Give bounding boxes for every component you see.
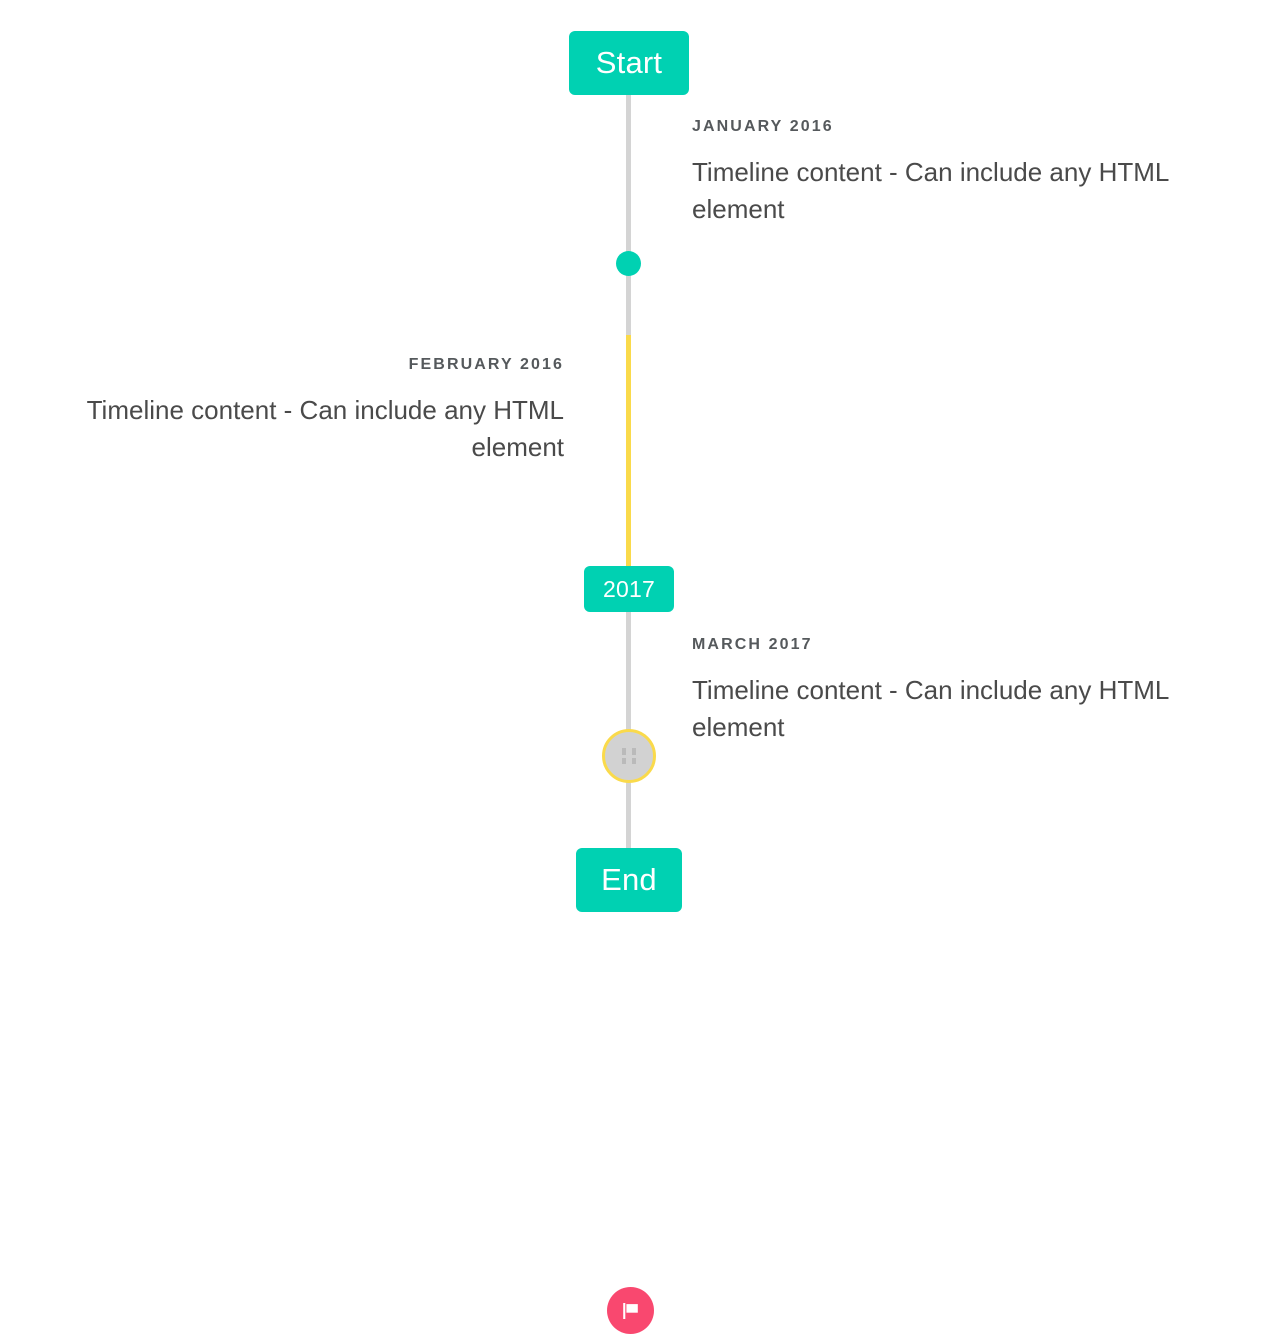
- timeline-item-body: JANUARY 2016 Timeline content - Can incl…: [692, 118, 1232, 227]
- timeline-end-badge[interactable]: End: [576, 848, 682, 912]
- timeline-item-body: MARCH 2017 Timeline content - Can includ…: [692, 636, 1232, 745]
- timeline-rail-segment-top: [626, 88, 631, 338]
- timeline-start-badge[interactable]: Start: [569, 31, 689, 95]
- timeline-root: Start JANUARY 2016 Timeline content - Ca…: [24, 31, 1232, 1334]
- timeline-item-content: Timeline content - Can include any HTML …: [692, 156, 1169, 224]
- timeline-item-date: JANUARY 2016: [692, 118, 834, 135]
- missing-glyph-icon: [622, 748, 636, 764]
- timeline-rail-segment-yellow: [626, 335, 631, 570]
- timeline-year-label: 2017: [603, 575, 655, 602]
- timeline-marker-flag[interactable]: [607, 1287, 654, 1334]
- filled-dot-icon: [616, 251, 641, 276]
- timeline-item-date: MARCH 2017: [692, 636, 813, 653]
- timeline-item-content: Timeline content - Can include any HTML …: [86, 394, 564, 462]
- flag-icon: [622, 1302, 638, 1319]
- timeline-item-content: Timeline content - Can include any HTML …: [692, 674, 1169, 742]
- timeline-end-label: End: [601, 862, 657, 897]
- timeline-marker-circle[interactable]: [602, 729, 656, 783]
- timeline-year-badge-2017[interactable]: 2017: [584, 566, 674, 612]
- timeline-item-body: FEBRUARY 2016 Timeline content - Can inc…: [24, 356, 564, 465]
- timeline-start-label: Start: [595, 45, 663, 80]
- timeline-item-date: FEBRUARY 2016: [408, 356, 564, 373]
